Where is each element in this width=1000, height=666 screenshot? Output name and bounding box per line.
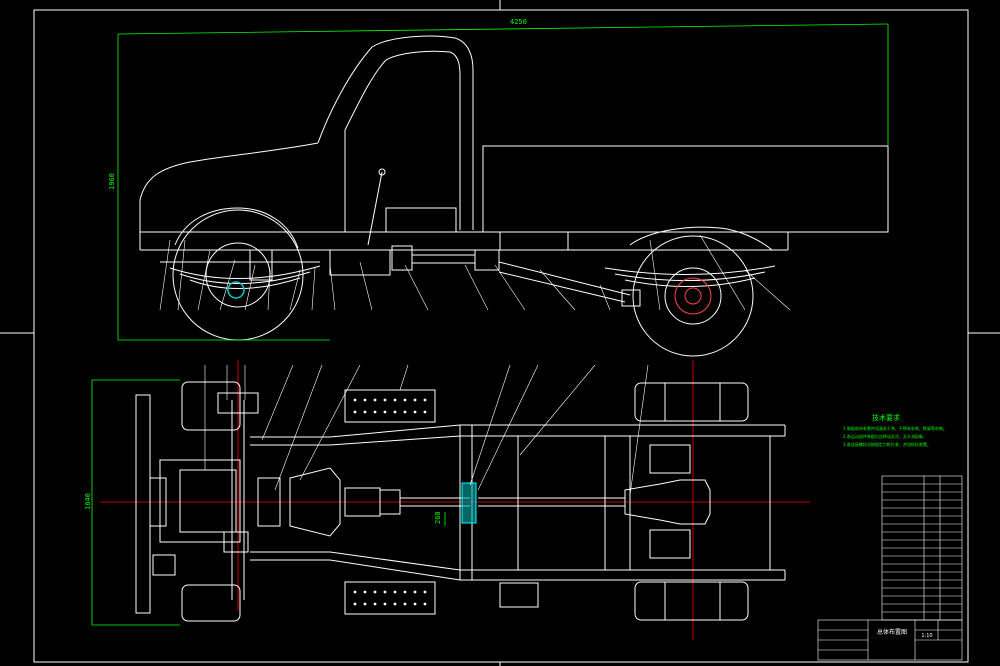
front-fender [174, 207, 299, 249]
rear-leaf-spring [604, 265, 776, 275]
front-leaf-spring [169, 265, 321, 280]
rear-differential [624, 479, 711, 525]
gearbox-plan [289, 467, 341, 537]
rear-wheel [632, 235, 754, 357]
hood-outline [139, 142, 319, 232]
side-dimensions [117, 23, 889, 341]
frame-rail-upper-inner [250, 435, 785, 446]
drawing-title: 总体布置图 [877, 628, 907, 636]
front-right-tire [181, 584, 241, 622]
overall-height-label: 1960 [108, 173, 116, 190]
side-view [139, 35, 889, 357]
small-dim-label: 260 [434, 511, 442, 524]
front-bumper [135, 394, 151, 614]
drawing-scale: 1:10 [921, 633, 932, 639]
front-left-tire [181, 381, 241, 431]
step-hole-pattern [353, 398, 427, 606]
gear-lever [367, 171, 383, 246]
left-step [344, 389, 436, 423]
centerlines [100, 360, 810, 640]
clutch-housing [257, 477, 281, 527]
front-hub [227, 281, 245, 299]
svg-text:1.装配前所有零件须清洗干净，不得有毛刺、铁屑等杂物。: 1.装配前所有零件须清洗干净，不得有毛刺、铁屑等杂物。 [843, 425, 947, 431]
fuel-tank [499, 582, 539, 608]
cab-door-panel [385, 207, 457, 233]
plan-dimensions [91, 379, 180, 626]
parts-list [881, 475, 963, 621]
plan-view-leaders [204, 364, 649, 496]
svg-text:2.各运动部件装配后应转动灵活，无卡滞现象。: 2.各运动部件装配后应转动灵活，无卡滞现象。 [843, 433, 927, 439]
technical-notes: 技术要求 1.装配前所有零件须清洗干净，不得有毛刺、铁屑等杂物。 2.各运动部件… [843, 413, 947, 447]
engine-plan [159, 459, 241, 543]
rear-hub [674, 277, 712, 315]
rear-right-tire [634, 581, 749, 621]
overall-length-label: 4250 [510, 18, 527, 26]
frame-rail-upper [250, 424, 785, 438]
svg-text:技术要求: 技术要求 [872, 413, 900, 422]
svg-text:3.各连接螺栓须按规定力矩拧紧，并加防松装置。: 3.各连接螺栓须按规定力矩拧紧，并加防松装置。 [843, 441, 931, 447]
cargo-bed [482, 145, 889, 233]
title-block [817, 619, 963, 661]
rear-left-tire [634, 382, 749, 422]
frame-rail-lower-inner [250, 551, 785, 571]
cab-inner [344, 50, 461, 230]
track-width-label: 1640 [84, 493, 92, 510]
side-view-leaders [159, 234, 791, 311]
center-bearing-hatch [461, 482, 477, 524]
engine-block [249, 249, 273, 281]
frame-rail-lower [250, 559, 785, 581]
right-step [344, 581, 436, 615]
transmission [329, 249, 391, 276]
cab-outline [317, 35, 474, 230]
plan-view [135, 381, 786, 622]
